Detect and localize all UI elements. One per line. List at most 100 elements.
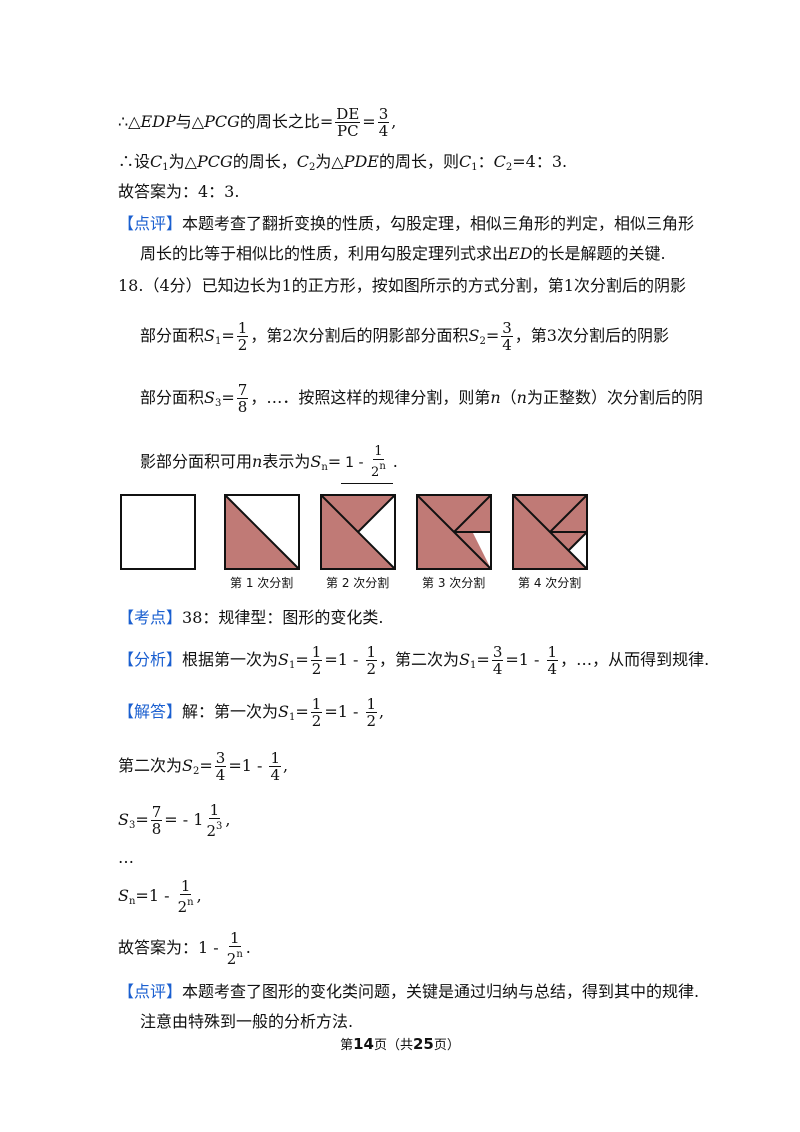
numerator: 1 [236,319,249,337]
text: 的周长， [232,152,297,171]
denominator: 8 [151,820,162,838]
text: n [516,388,527,407]
comment-tag: 【点评】 [118,214,183,233]
knowledge-tag: 【考点】 [118,608,183,627]
caption-step-3: 第 3 次分割 [422,576,486,590]
knowledge-point-line: 【考点】38：规律型：图形的变化类. [118,606,383,630]
subscript: 1 [471,162,478,173]
text: n [252,452,263,471]
numerator: 7 [236,381,249,399]
subscript: 1 [214,336,222,347]
denominator: 2 [237,336,248,354]
text: 与△ [175,112,205,131]
text: = [135,810,149,829]
denominator: 4 [547,660,558,678]
superscript: n [187,897,194,908]
review-line: 【点评】本题考查了图形的变化类问题，关键是通过归纳与总结，得到其中的规律. [118,980,699,1004]
review-line-2: 注意由特殊到一般的分析方法. [140,1010,353,1034]
text: ，第3次分割后的阴影 [514,326,669,345]
text: 部分面积 [140,388,205,407]
caption-step-4: 第 4 次分割 [518,576,582,590]
numerator: 1 [310,643,323,661]
figure-svg [120,494,588,570]
denominator: 2n [370,460,387,480]
text: 第 [340,1038,354,1053]
numerator: 1 [208,801,221,819]
numerator: 1 [228,929,241,947]
subscript: n [128,896,136,907]
text: 本题考查了图形的变化类问题，关键是通过归纳与总结，得到其中的规律. [182,982,700,1001]
text: … [118,848,134,867]
text: =1 - [135,886,175,905]
answer-line: 故答案为：4：3. [118,180,239,204]
denominator: 2 [311,660,322,678]
text: C [493,152,506,171]
denominator: 2 [366,660,377,678]
text: = [221,388,235,407]
numerator: 1 [546,643,559,661]
text: 影部分面积可用 [140,452,253,471]
subscript: 1 [289,660,296,671]
text: S [310,452,322,471]
text: n [490,388,501,407]
subscript: 3 [128,820,136,831]
text: 页） [433,1038,460,1053]
text: = [295,650,309,669]
subscript: n [321,462,328,473]
numerator: 3 [377,105,390,123]
text: 的周长，则 [378,152,459,171]
text: 2 [226,950,237,968]
text: S [204,388,215,407]
text: 的长是解题的关键. [532,244,666,263]
page-total: 25 [413,1035,434,1053]
perimeter-line: ∴设C1为△PCG的周长，C2为△PDE的周长，则C1：C2=4：3. [118,150,567,180]
text: S [278,650,289,669]
numerator: 7 [150,803,163,821]
text: 2 [206,822,217,840]
text: =1 - [505,650,545,669]
text: ，…．按照这样的规律分割，则第 [250,388,491,407]
text: = [199,756,213,775]
subscript: 1 [289,712,296,723]
text: = [221,326,235,345]
numerator: 1 [365,695,378,713]
text: S [204,326,215,345]
text: = [476,650,490,669]
text: , [379,702,385,721]
text: ED [508,244,533,263]
numerator: 3 [214,749,227,767]
page-footer: 第14页（共25页） [0,1034,800,1053]
text: 38：规律型：图形的变化类. [182,608,384,627]
ellipsis-line: … [118,846,134,870]
caption-step-1: 第 1 次分割 [230,576,294,590]
denominator: 2 [311,712,322,730]
text: PCG [196,152,233,171]
text: S [182,756,193,775]
comment-line: 【点评】本题考查了翻折变换的性质，勾股定理，相似三角形的判定，相似三角形 [118,212,694,236]
text: S [118,810,129,829]
text: 故答案为：4：3. [118,182,240,201]
text: =4：3. [512,152,568,171]
text: ，第2次分割后的阴影部分面积 [250,326,469,345]
solution-tag: 【解答】 [118,702,183,721]
denominator: 4 [502,336,512,354]
denominator: 2n [177,895,195,915]
caption-step-2: 第 2 次分割 [326,576,390,590]
numerator: 3 [491,643,504,661]
denominator: 4 [378,122,389,140]
text: ： [477,152,494,171]
